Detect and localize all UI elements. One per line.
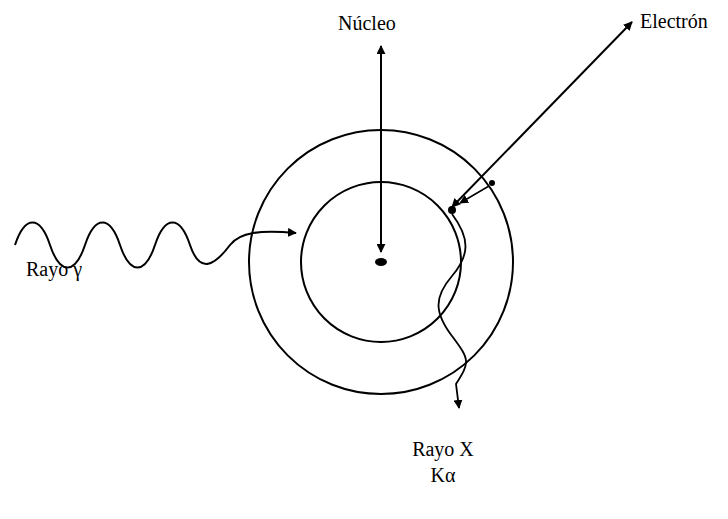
transition-arrow — [460, 186, 489, 203]
x-ray-wave — [439, 214, 467, 408]
outer-electron — [489, 180, 495, 186]
inner-electron — [448, 206, 456, 214]
gamma-ray-label: Rayo γ — [26, 256, 82, 282]
nucleus-dot — [375, 258, 387, 266]
electron-label: Electrón — [640, 8, 708, 34]
nucleus-arrow — [380, 46, 382, 252]
x-ray-label: Rayo X Kα — [406, 436, 480, 488]
nucleus-label: Núcleo — [338, 10, 396, 36]
electron-arrow — [452, 22, 632, 207]
